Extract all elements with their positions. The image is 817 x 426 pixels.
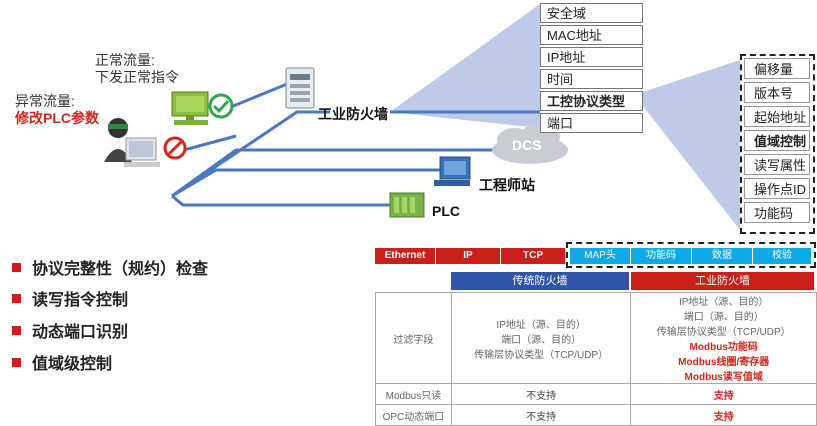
protocol-funnel bbox=[643, 60, 740, 230]
cell-industrial: 支持 bbox=[630, 404, 817, 426]
field-protocol-type: 工控协议类型 bbox=[540, 91, 643, 111]
engineer-station-icon bbox=[434, 156, 471, 186]
bullet-icon bbox=[12, 358, 21, 368]
pfield-func-code: 功能码 bbox=[744, 202, 810, 223]
bullet-icon bbox=[12, 263, 21, 273]
normal-traffic-title: 正常流量: bbox=[95, 52, 155, 68]
dcs-label: DCS bbox=[512, 137, 542, 153]
row-label: OPC动态端口 bbox=[375, 404, 452, 426]
packet-tcp: TCP bbox=[501, 248, 565, 264]
abnormal-traffic-title: 异常流量: bbox=[15, 93, 75, 109]
link-plc bbox=[171, 194, 390, 207]
table-row: 过滤字段 IP地址（源、目的） 端口（源、目的） 传输层协议类型（TCP/UDP… bbox=[375, 292, 817, 384]
feature-item: 读写指令控制 bbox=[12, 290, 128, 312]
plc-device-icon bbox=[389, 192, 425, 218]
bullet-icon bbox=[12, 294, 21, 304]
pfield-start-addr: 起始地址 bbox=[744, 106, 810, 127]
plc-label: PLC bbox=[432, 203, 460, 219]
packet-func-code: 功能码 bbox=[631, 248, 691, 264]
pfield-rw: 读写属性 bbox=[744, 154, 810, 175]
field-port: 端口 bbox=[540, 113, 643, 133]
cell-industrial: IP地址（源、目的） 端口（源、目的） 传输层协议类型（TCP/UDP） Mod… bbox=[630, 292, 817, 384]
bullet-icon bbox=[12, 326, 21, 336]
table-row: OPC动态端口 不支持 支持 bbox=[375, 404, 817, 426]
link-mid bbox=[171, 148, 497, 198]
cell-traditional: IP地址（源、目的） 端口（源、目的） 传输层协议类型（TCP/UDP） bbox=[450, 292, 632, 384]
normal-computer-icon bbox=[171, 91, 209, 125]
packet-map-header: MAP头 bbox=[570, 248, 630, 264]
link-main bbox=[171, 110, 330, 198]
feature-item: 协议完整性（规约）检查 bbox=[12, 259, 208, 281]
field-funnel bbox=[390, 4, 540, 128]
field-time: 时间 bbox=[540, 69, 643, 89]
allow-check-icon bbox=[208, 93, 234, 119]
normal-traffic-desc: 下发正常指令 bbox=[95, 69, 179, 85]
col-traditional-header: 传统防火墙 bbox=[451, 272, 629, 290]
firewall-label: 工业防火墙 bbox=[318, 106, 388, 122]
row-label: 过滤字段 bbox=[375, 292, 452, 384]
link-abnormal bbox=[183, 134, 237, 152]
protocol-fields-frame bbox=[740, 54, 815, 234]
field-ip: IP地址 bbox=[540, 47, 643, 67]
engineer-label: 工程师站 bbox=[479, 177, 535, 193]
packet-data: 数据 bbox=[692, 248, 752, 264]
hacker-icon bbox=[104, 118, 160, 167]
pfield-version: 版本号 bbox=[744, 82, 810, 103]
pfield-op-id: 操作点ID bbox=[744, 178, 810, 199]
table-row: Modbus只读 不支持 支持 bbox=[375, 383, 817, 405]
packet-checksum: 校验 bbox=[753, 248, 811, 264]
col-industrial-header: 工业防火墙 bbox=[631, 272, 814, 290]
feature-item: 值域级控制 bbox=[12, 354, 112, 376]
payload-frame bbox=[566, 242, 816, 268]
packet-ip: IP bbox=[436, 248, 500, 264]
dcs-cloud-icon bbox=[492, 124, 568, 164]
packet-ethernet: Ethernet bbox=[375, 248, 435, 264]
row-label: Modbus只读 bbox=[375, 383, 452, 405]
pfield-value-range: 值域控制 bbox=[744, 130, 810, 151]
link-eng bbox=[171, 168, 440, 198]
field-security-zone: 安全域 bbox=[540, 3, 643, 23]
cell-traditional: 不支持 bbox=[450, 404, 632, 426]
feature-item: 动态端口识别 bbox=[12, 322, 128, 344]
pfield-offset: 偏移量 bbox=[744, 58, 810, 79]
field-mac: MAC地址 bbox=[540, 25, 643, 45]
firewall-device-icon bbox=[285, 67, 315, 109]
comparison-table: 过滤字段 IP地址（源、目的） 端口（源、目的） 传输层协议类型（TCP/UDP… bbox=[375, 292, 817, 426]
cell-traditional: 不支持 bbox=[450, 383, 632, 405]
abnormal-traffic-desc: 修改PLC参数 bbox=[15, 110, 99, 126]
cell-industrial: 支持 bbox=[630, 383, 817, 405]
